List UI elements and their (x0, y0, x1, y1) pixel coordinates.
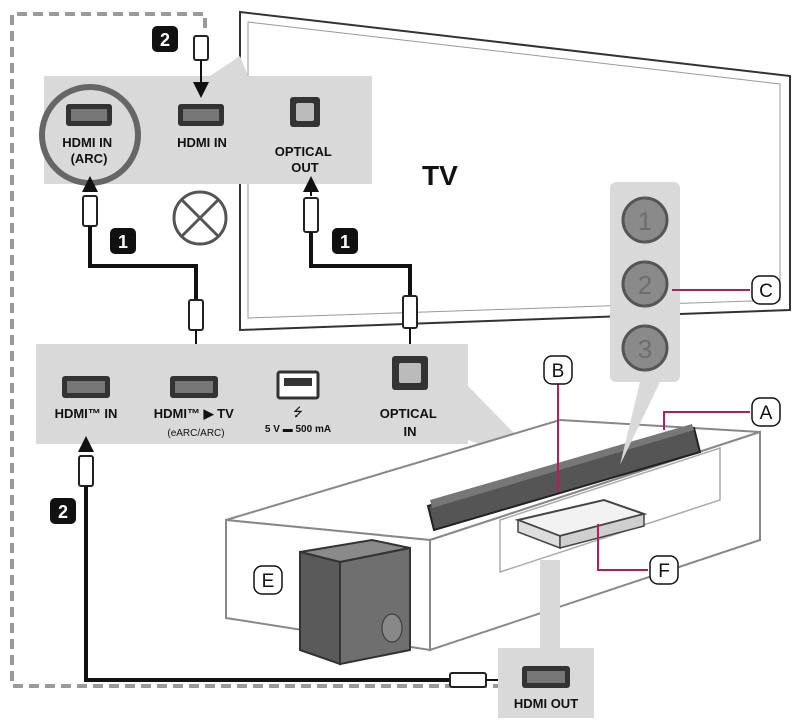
svg-text:E: E (262, 571, 275, 592)
sb-hdmi-tv-label: HDMI™ ▶ TV (eARC/ARC) (154, 405, 239, 439)
svg-text:3: 3 (638, 334, 652, 364)
svg-text:2: 2 (160, 30, 170, 50)
optical-plug-soundbar (402, 295, 418, 329)
callout-b: B (543, 355, 573, 385)
tv-hdmi-in-label: HDMI IN (177, 135, 227, 150)
svg-text:1: 1 (118, 232, 128, 252)
hdmi-cable-step2 (84, 486, 450, 682)
optical-out-label: OPTICAL OUT (275, 144, 335, 175)
hdmi-plug-sb-in (78, 455, 94, 487)
device-hdmi-out-label: HDMI OUT (514, 696, 578, 711)
callout-line-a (663, 411, 750, 430)
usb-rating-label: 5 V ▬ 500 mA (265, 424, 331, 435)
optical-plug-tv (303, 197, 319, 233)
svg-text:1: 1 (340, 232, 350, 252)
tv-screen-inner (247, 21, 781, 319)
hdmi-plug-arc (82, 195, 98, 227)
step-badge-1-left: 1 (110, 228, 136, 254)
hdmi-arc-label: HDMI IN (ARC) (62, 135, 115, 166)
subwoofer-front (299, 550, 341, 666)
usb-symbol-icon: ⭍ (293, 405, 303, 419)
svg-text:2: 2 (638, 270, 652, 300)
tv-port-panel (44, 76, 372, 184)
step-badge-2-top: 2 (152, 26, 178, 52)
cabinet-shelf (499, 446, 721, 574)
no-connect-icon (172, 190, 228, 246)
svg-text:A: A (760, 403, 773, 424)
svg-text:B: B (552, 361, 565, 382)
svg-text:F: F (658, 561, 670, 582)
callout-c: C (751, 275, 781, 305)
step-badge-2-left: 2 (50, 498, 76, 524)
callout-e: E (253, 565, 283, 595)
hdmi-plug-top (193, 35, 209, 61)
hdmi-plug-soundbar (188, 299, 204, 331)
tv-label: TV (422, 160, 458, 191)
step-badge-1-right: 1 (332, 228, 358, 254)
optical-in-label: OPTICAL IN (380, 406, 440, 439)
panel-button-3: 3 (621, 324, 669, 372)
panel-button-2: 2 (621, 260, 669, 308)
tv-panel-pointer (210, 56, 248, 76)
svg-text:2: 2 (58, 502, 68, 522)
optical-cable-step1 (309, 232, 412, 296)
callout-line-f (597, 524, 648, 571)
svg-text:C: C (759, 281, 773, 302)
subwoofer-side (339, 546, 411, 666)
hdmi-plug-device (449, 672, 487, 688)
sb-hdmi-in-label: HDMI™ IN (55, 406, 118, 421)
svg-text:1: 1 (638, 206, 652, 236)
hdmi-cable-step1 (88, 226, 198, 300)
dashed-route (10, 12, 500, 688)
panel-button-1: 1 (621, 196, 669, 244)
callout-a: A (751, 397, 781, 427)
callout-f: F (649, 555, 679, 585)
